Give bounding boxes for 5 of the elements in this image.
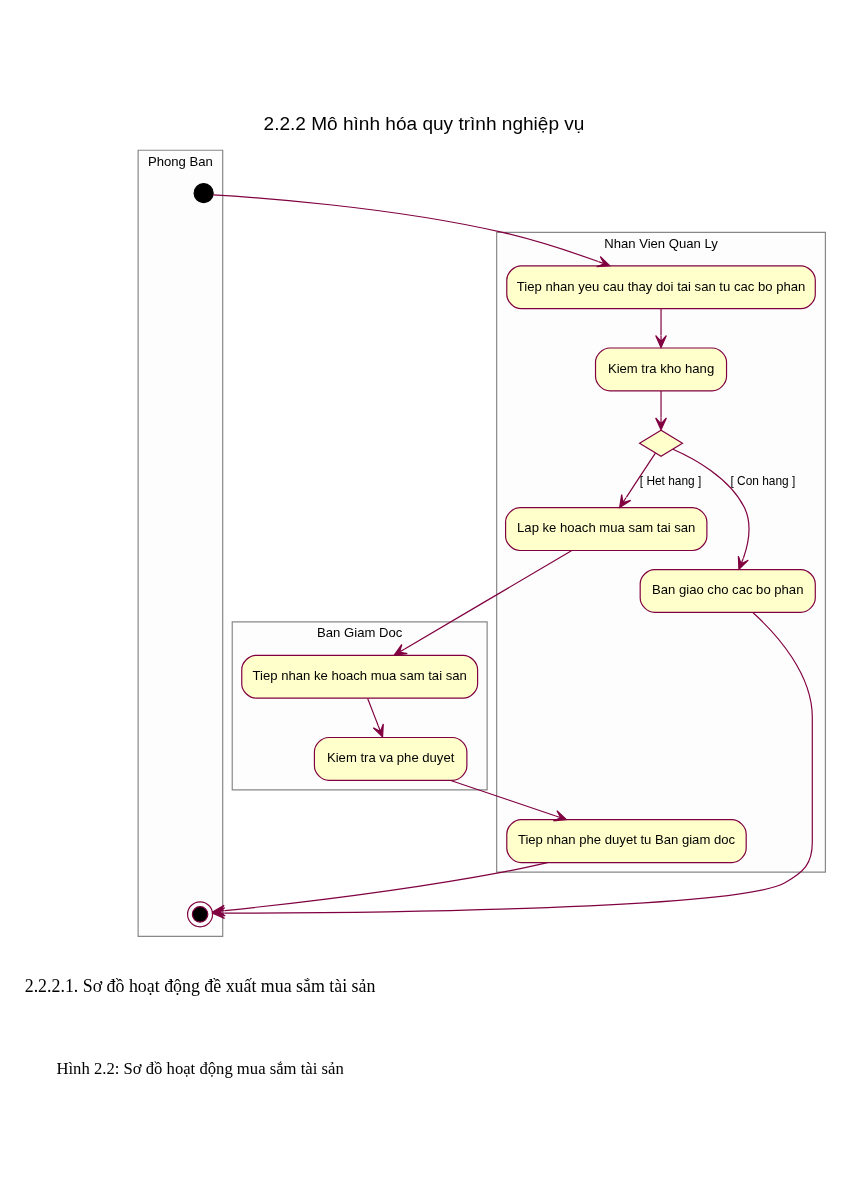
caption: Hình 2.2: Sơ đồ hoạt động mua sắm tài sản <box>56 1058 344 1078</box>
label: 2.2.2.1. Sơ đồ hoạt động đề xuất mua sắm tài sản <box>24 975 376 996</box>
edge-label: [ Con hang ] <box>730 473 796 488</box>
diagram-title: 2.2.2 Mô hình hóa quy trình nghiệp vụ <box>263 112 585 134</box>
edge-label: [ Het hang ] <box>639 473 702 488</box>
